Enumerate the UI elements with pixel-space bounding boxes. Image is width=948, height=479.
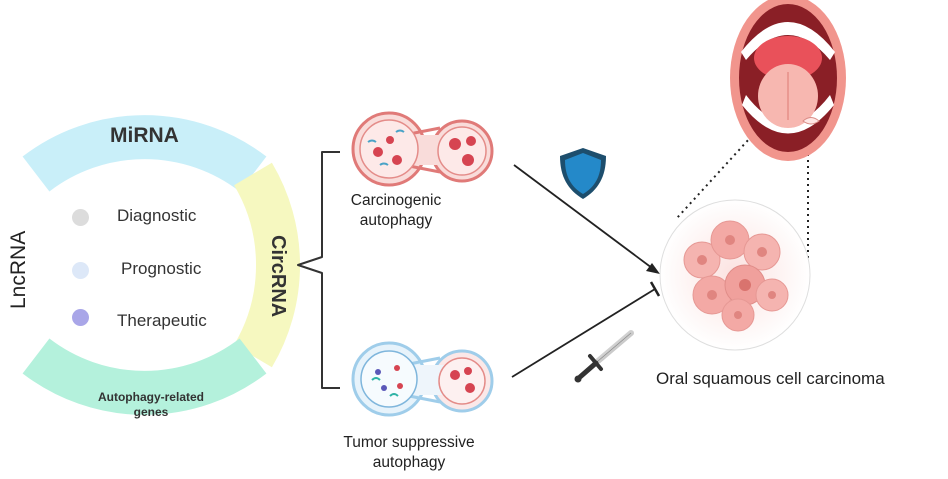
suppressive-caption: Tumor suppressive autophagy [334, 433, 484, 473]
sword-icon [574, 330, 634, 383]
shield-icon [560, 148, 606, 199]
carcinogenic-caption-line1: Carcinogenic [350, 192, 442, 209]
mouth-icon [730, 0, 846, 161]
suppressive-caption-line1: Tumor suppressive [343, 434, 475, 451]
legend-label-prognostic: Prognostic [121, 259, 202, 278]
circrna-label: CircRNA [267, 235, 289, 318]
carcinogenic-caption-line2: autophagy [359, 212, 433, 229]
bracket [297, 151, 340, 389]
genes-label-line1: Autophagy-related [97, 390, 204, 404]
oscc-label: Oral squamous cell carcinoma [656, 369, 885, 388]
carcinogenic-caption: Carcinogenic autophagy [336, 191, 456, 231]
promote-arrow-line [513, 164, 653, 269]
genes-label: Autophagy-related genes [78, 390, 224, 420]
inhibit-line [511, 288, 656, 378]
mirna-arc [22, 115, 267, 192]
legend-label-therapeutic: Therapeutic [117, 311, 207, 330]
tumor-icon [659, 199, 811, 351]
lncrna-label: LncRNA [7, 230, 30, 309]
suppressive-cell-icon [351, 341, 494, 417]
carcinogenic-cell-icon [351, 111, 494, 187]
legend-label-diagnostic: Diagnostic [117, 206, 197, 225]
circrna-arc [233, 162, 301, 368]
genes-label-line2: genes [133, 405, 169, 419]
legend-dot-diagnostic [72, 209, 89, 226]
connector-left [676, 126, 761, 219]
mirna-label: MiRNA [110, 124, 179, 147]
inhibit-bar [649, 281, 661, 297]
genes-arc [22, 338, 267, 415]
legend-dot-prognostic [72, 262, 89, 279]
suppressive-caption-line2: autophagy [372, 454, 446, 471]
promote-arrowhead [646, 263, 660, 274]
legend-dot-therapeutic [72, 309, 89, 326]
